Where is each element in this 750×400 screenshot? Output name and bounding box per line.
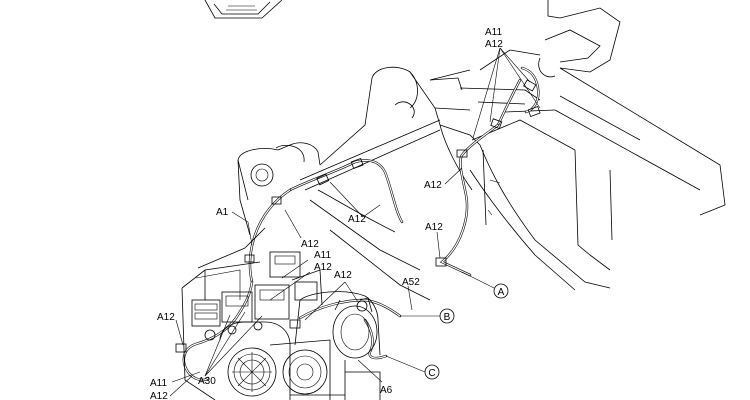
side-panel: [197, 159, 266, 269]
engine-shroud: [294, 291, 381, 400]
label-a12-block2: A12: [334, 270, 352, 281]
label-a12-left: A12: [157, 312, 175, 323]
part-labels: A11 A12 A12 A12 A1 A12 A12 A11 A12 A12 A…: [150, 27, 503, 400]
callout-b: B: [439, 308, 455, 324]
label-a11-top: A11: [485, 27, 502, 38]
top-left-component: [204, 0, 283, 19]
callout-c-label: C: [428, 368, 435, 379]
machine-frame: [429, 0, 726, 271]
label-a12-boom: A12: [301, 239, 319, 250]
label-a12-center: A12: [348, 214, 366, 225]
callout-a-label: A: [498, 287, 505, 298]
label-a11-block: A11: [314, 250, 331, 261]
label-a12-top: A12: [485, 39, 503, 50]
label-a30: A30: [198, 376, 216, 387]
label-a12-right-mid: A12: [425, 222, 443, 233]
harness-clamps: [175, 79, 541, 353]
callout-a: A: [493, 283, 509, 299]
label-a12-right-upper: A12: [424, 180, 442, 191]
label-a6: A6: [380, 385, 393, 396]
label-a52: A52: [402, 277, 420, 288]
label-a11-bottom: A11: [150, 378, 167, 389]
callout-b-label: B: [444, 312, 451, 323]
label-a12-block: A12: [314, 262, 332, 273]
label-a1: A1: [216, 207, 229, 218]
leader-lines: [169, 47, 541, 397]
valve-block-assembly: [181, 251, 345, 400]
label-a12-bottom: A12: [150, 391, 168, 400]
callout-c: C: [424, 364, 440, 380]
